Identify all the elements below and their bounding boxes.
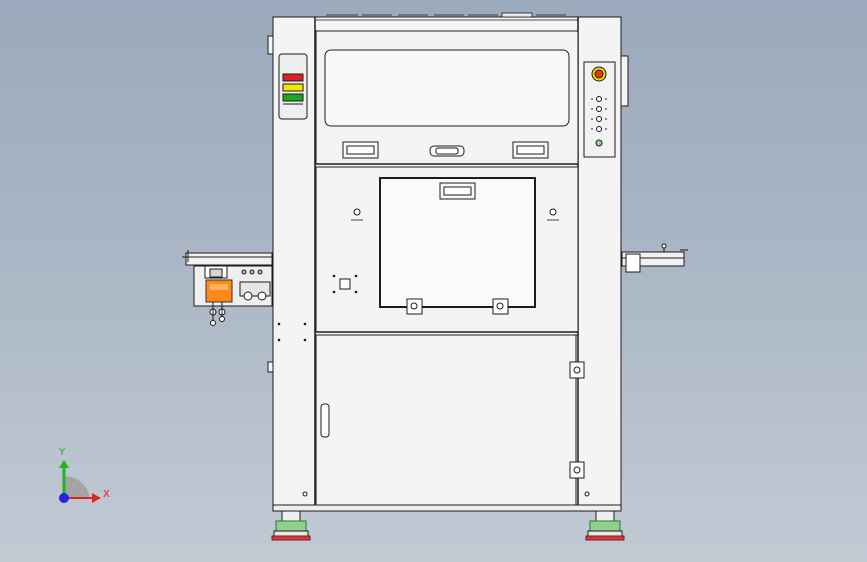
indicator-right bbox=[549, 208, 557, 216]
lower-door-hinges bbox=[569, 361, 585, 479]
signal-light-green bbox=[282, 93, 304, 102]
lower-door-handle[interactable] bbox=[320, 403, 330, 438]
door-lock[interactable] bbox=[332, 274, 358, 294]
control-button-3[interactable] bbox=[596, 116, 602, 122]
conveyor-motor bbox=[205, 279, 233, 303]
signal-light-yellow bbox=[282, 83, 304, 92]
lower-cabinet-door[interactable] bbox=[315, 334, 577, 506]
control-button-5[interactable] bbox=[595, 139, 603, 147]
leveling-foot-right bbox=[585, 510, 625, 541]
upper-viewing-window bbox=[324, 49, 570, 127]
control-button-1[interactable] bbox=[596, 96, 602, 102]
control-panel[interactable] bbox=[583, 61, 616, 158]
indicator-left bbox=[353, 208, 361, 216]
triad-y-label: Y bbox=[58, 447, 66, 458]
left-edge-latch bbox=[267, 361, 274, 373]
right-edge-bracket bbox=[620, 55, 629, 107]
triad-x-arrow bbox=[92, 493, 101, 503]
signal-light-red bbox=[282, 73, 304, 82]
right-conveyor bbox=[621, 243, 688, 273]
orientation-triad[interactable]: Y X bbox=[58, 447, 110, 503]
machine-assembly[interactable] bbox=[182, 12, 688, 541]
access-window-hinges bbox=[406, 298, 509, 315]
signal-tower bbox=[278, 53, 308, 120]
base-plinth bbox=[272, 504, 622, 512]
triad-x-label: X bbox=[103, 489, 110, 500]
control-button-2[interactable] bbox=[596, 106, 602, 112]
control-button-4[interactable] bbox=[596, 126, 602, 132]
triad-z-axis bbox=[59, 493, 69, 503]
top-vent-strip bbox=[316, 12, 578, 21]
left-edge-bracket bbox=[267, 35, 274, 55]
leveling-foot-left bbox=[271, 510, 311, 541]
left-conveyor bbox=[182, 250, 273, 326]
triad-y-arrow bbox=[59, 460, 69, 468]
triad-rotation-arc bbox=[64, 475, 90, 498]
